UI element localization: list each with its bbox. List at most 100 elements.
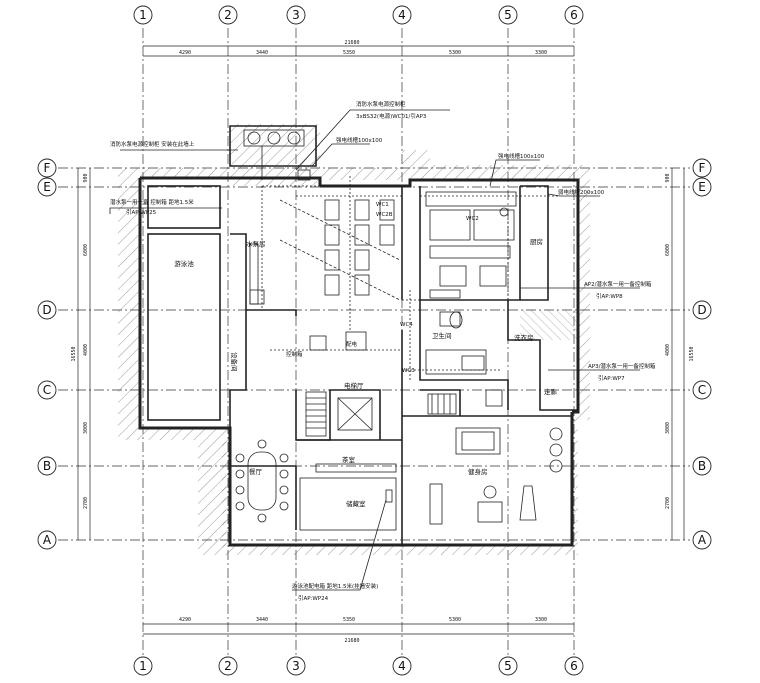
grid-col-1-top: 1: [139, 8, 147, 22]
grid-col-6-top: 6: [570, 8, 578, 22]
dim-right-3: 4000: [665, 344, 671, 356]
dimensions-top: 21680 4290 3440 5350 5300 3300: [179, 40, 547, 56]
annot-duct-top: 强电线槽100x100: [336, 136, 383, 144]
dim-top-1: 4290: [179, 50, 191, 56]
grid-row-A-right: A: [698, 533, 707, 547]
annot-box: 配电: [346, 340, 358, 348]
dimensions-bottom: 4290 3440 5350 5300 3300 21680: [179, 617, 547, 644]
grid-row-E-left: E: [43, 180, 51, 194]
room-equipment: 设备间: [230, 352, 239, 372]
stair: [305, 391, 457, 437]
room-storage: 储藏室: [346, 499, 366, 508]
leaders: [109, 109, 640, 591]
grid-bubbles-left: F E D C B A: [37, 158, 57, 550]
dimensions-right: 900 6000 4000 3000 2700 16550: [665, 173, 695, 509]
room-pump: 水泵房: [246, 239, 266, 248]
annot-duct-right-top: 强电线槽100x100: [498, 152, 545, 160]
room-dining: 餐厅: [249, 467, 263, 476]
grid-row-B-right: B: [698, 459, 706, 473]
grid-row-D-right: D: [697, 303, 706, 317]
annot-top-center: 消防水泵电源控制柜: [356, 100, 406, 108]
dim-left-2: 6000: [83, 244, 89, 256]
lounge-items: [299, 463, 397, 531]
dim-right-5: 2700: [665, 497, 671, 509]
annot-wc2b: WC2B: [376, 212, 393, 218]
wiring: [261, 176, 560, 380]
grid-row-D-left: D: [42, 303, 51, 317]
annotations: 消防水泵电源控制柜 3xBS32(电源)WC01/引AP3 消防水泵电源控制柜 …: [110, 100, 656, 602]
grid-row-E-right: E: [698, 180, 706, 194]
grid-bubbles-bottom: 1 2 3 4 5 6: [133, 656, 584, 676]
dim-top-5: 3300: [535, 50, 547, 56]
room-lounge: 茶室: [342, 455, 356, 464]
dimensions-left: 900 6000 4000 3000 2700 16550: [71, 173, 89, 509]
equipment-room-items: [249, 199, 401, 351]
dining-table: [235, 439, 289, 523]
room-corridor: 走廊: [544, 387, 558, 396]
grid-bubbles-top: 1 2 3 4 5 6: [133, 5, 584, 25]
annot-right-lower-2: 引AP:WP7: [598, 374, 625, 382]
dim-bottom-5: 3300: [535, 617, 547, 623]
annot-wc1: WC1: [376, 202, 389, 208]
annot-bottom-1: 游泳池配电箱 距地1.5米(挂墙安装): [292, 582, 378, 590]
grid-col-5-top: 5: [504, 8, 512, 22]
room-gym: 健身房: [468, 467, 488, 476]
dim-top-3: 5350: [343, 50, 355, 56]
dim-top-2: 3440: [256, 50, 268, 56]
annot-top-left: 消防水泵电源控制柜 安装在此墙上: [110, 140, 195, 148]
room-laundry: 洗衣房: [514, 333, 534, 342]
annot-wc3: WC3: [402, 368, 415, 374]
annot-wc4: WC4: [400, 322, 413, 328]
annot-right-upper-1: AP2/潜水泵一用一备控制箱: [584, 280, 652, 288]
grid-lines: [58, 28, 690, 660]
grid-col-3-top: 3: [292, 8, 300, 22]
grid-col-5-bottom: 5: [504, 659, 512, 673]
grid-row-F-right: F: [699, 161, 706, 175]
grid-col-6-bottom: 6: [570, 659, 578, 673]
dim-right-4: 3000: [665, 422, 671, 434]
annot-right-upper-2: 引AP:WP8: [596, 292, 623, 300]
grid-col-1-bottom: 1: [139, 659, 147, 673]
annot-left-upper-1: 潜水泵一用一备 控制箱 距地1.5米: [110, 198, 194, 206]
grid-row-F-left: F: [44, 161, 51, 175]
annot-left-upper-2: 引AP:WP25: [126, 208, 157, 216]
annot-right-lower-1: AP3/潜水泵一用一备控制箱: [588, 362, 656, 370]
grid-col-3-bottom: 3: [292, 659, 300, 673]
grid-col-4-bottom: 4: [398, 659, 406, 673]
dim-lines: [77, 45, 685, 635]
grid-col-4-top: 4: [398, 8, 406, 22]
dim-top-4: 5300: [449, 50, 461, 56]
room-labels: 游泳池 水泵房 设备间 厨房 卫生间 电梯厅 餐厅 茶室 储藏室 健身房 走廊 …: [174, 237, 557, 508]
annot-bottom-2: 引AP:WP24: [298, 594, 329, 602]
annot-top-center-sub: 3xBS32(电源)WC01/引AP3: [356, 112, 427, 120]
room-pool: 游泳池: [174, 259, 194, 268]
room-lobby: 电梯厅: [344, 381, 364, 390]
grid-row-A-left: A: [43, 533, 52, 547]
grid-row-B-left: B: [43, 459, 51, 473]
dim-left-4: 3000: [83, 422, 89, 434]
dim-bottom-1: 4290: [179, 617, 191, 623]
dim-right-1: 900: [665, 173, 671, 182]
dim-bottom-total: 21680: [344, 638, 359, 644]
grid-row-C-left: C: [43, 383, 51, 397]
soil-hatch: [118, 124, 590, 555]
annot-duct-right: 弱电线槽200x100: [558, 188, 605, 196]
annot-wc2: WC2: [466, 216, 479, 222]
gym-equipment: [429, 427, 563, 525]
dim-left-total: 16550: [71, 346, 77, 361]
grid-bubbles-right: F E D C B A: [692, 158, 712, 550]
dim-bottom-3: 5350: [343, 617, 355, 623]
dim-left-5: 2700: [83, 497, 89, 509]
dim-right-total: 16550: [689, 346, 695, 361]
dim-top-total: 21680: [344, 40, 359, 46]
dim-bottom-4: 5300: [449, 617, 461, 623]
grid-row-C-right: C: [698, 383, 706, 397]
grid-col-2-top: 2: [224, 8, 232, 22]
kitchen-items: [425, 191, 517, 299]
dim-bottom-2: 3440: [256, 617, 268, 623]
grid-col-2-bottom: 2: [224, 659, 232, 673]
room-ctrl-note: 控制箱: [286, 350, 303, 358]
pump-units: [243, 129, 311, 181]
dim-left-3: 4000: [83, 344, 89, 356]
